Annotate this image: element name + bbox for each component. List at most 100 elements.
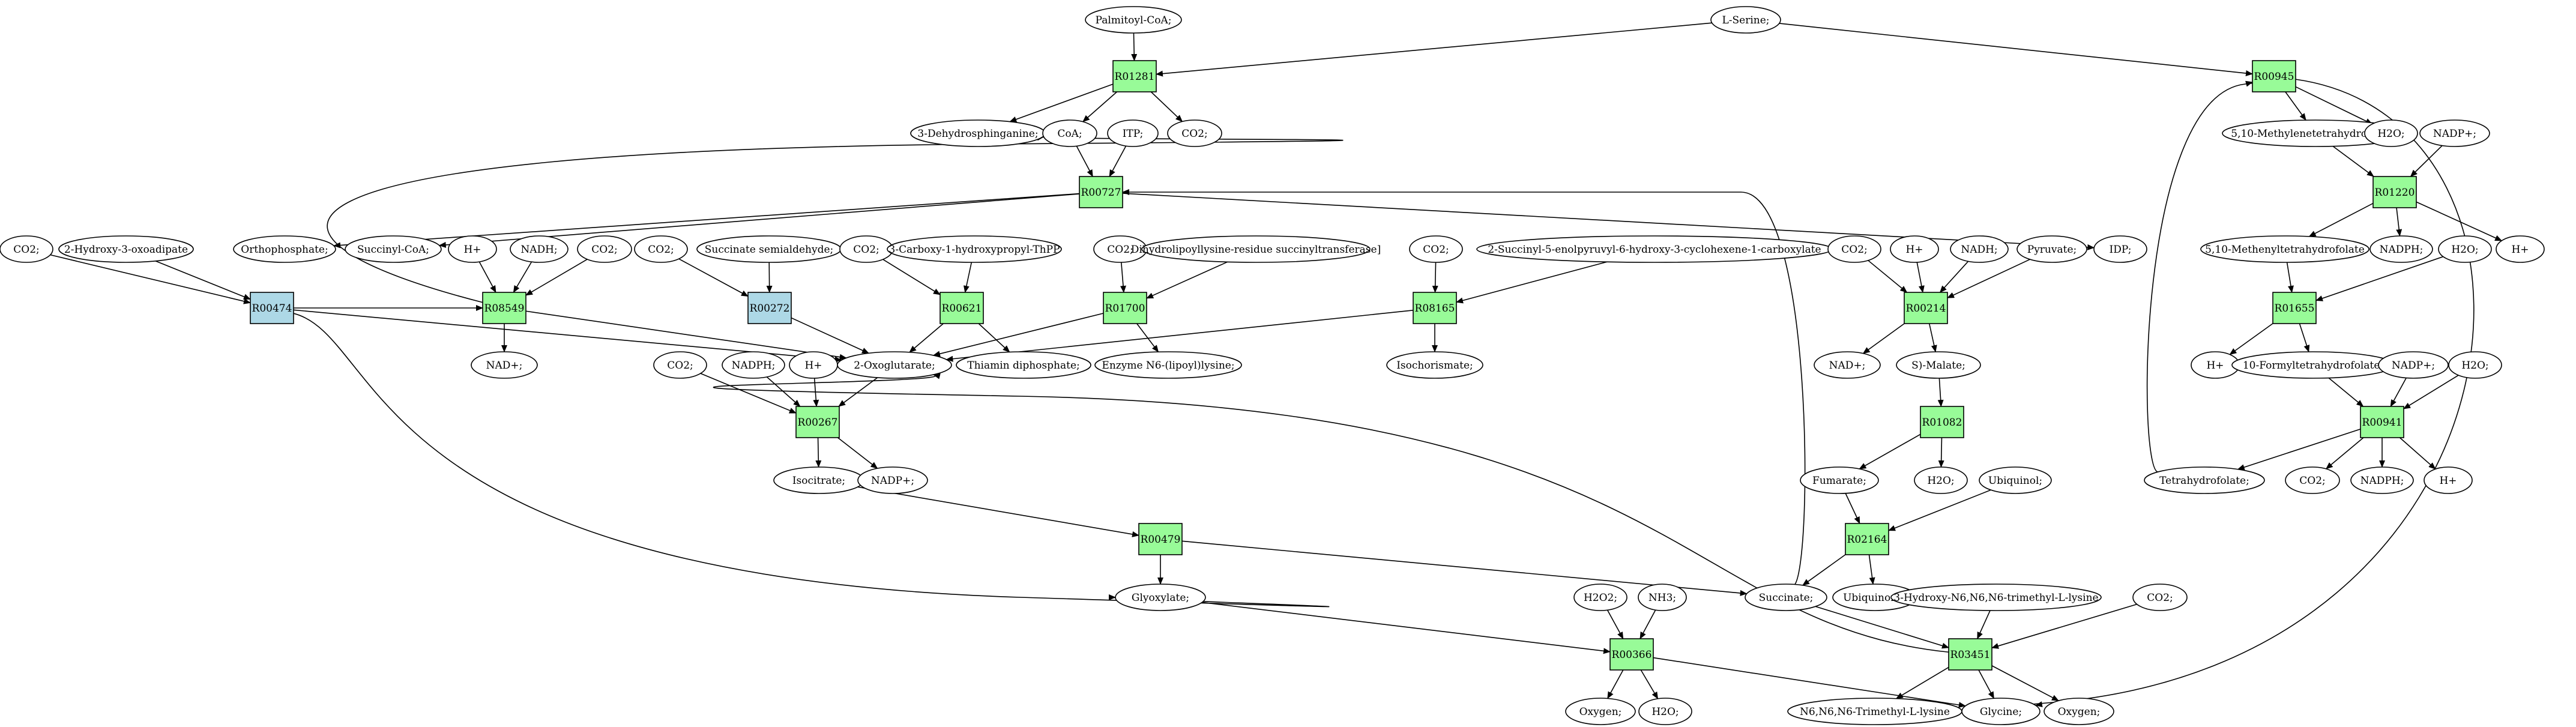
- compound-node-l-serine[interactable]: L-Serine;: [1710, 6, 1781, 34]
- reaction-node-r00945[interactable]: R00945: [2252, 60, 2296, 92]
- compound-node-idp[interactable]: IDP;: [2093, 235, 2147, 263]
- compound-node-h2o-r00366[interactable]: H2O;: [1638, 698, 1692, 725]
- compound-node-dihydrolipoyl[interactable]: Dihydrolipoyllysine-residue succinyltran…: [1131, 235, 1381, 263]
- compound-node-itp[interactable]: ITP;: [1107, 119, 1159, 147]
- compound-node-glyoxylate[interactable]: Glyoxylate;: [1115, 584, 1206, 611]
- compound-node-nadp-r00267[interactable]: NADP+;: [857, 466, 928, 494]
- reaction-node-r00941[interactable]: R00941: [2360, 406, 2404, 438]
- compound-node-ubiquinone[interactable]: Ubiquinone;: [1832, 584, 1917, 611]
- compound-node-isochorismate[interactable]: Isochorismate;: [1386, 351, 1483, 379]
- reaction-node-r08549[interactable]: R08549: [482, 292, 526, 324]
- compound-node-nadp-r01220[interactable]: NADP+;: [2419, 119, 2490, 147]
- reaction-node-r01281[interactable]: R01281: [1112, 60, 1157, 92]
- compound-node-nh3[interactable]: NH3;: [1638, 584, 1687, 611]
- compound-node-h2o2[interactable]: H2O2;: [1573, 584, 1627, 611]
- compound-node-nadp-r00941[interactable]: NADP+;: [2378, 351, 2449, 379]
- compound-ellipse: [1890, 584, 2102, 611]
- compound-node-nadh-r00214[interactable]: NADH;: [1950, 235, 2009, 263]
- compound-node-methenylthf[interactable]: 5,10-Methenyltetrahydrofolate: [2200, 235, 2369, 263]
- reaction-node-r01220[interactable]: R01220: [2372, 176, 2417, 208]
- compound-node-co2-r08165[interactable]: CO2;: [1409, 235, 1463, 263]
- compound-ellipse: [1950, 235, 2009, 263]
- compound-label: N6,N6,N6-Trimethyl-L-lysine: [1800, 706, 1950, 718]
- edge-R00214-to-s_malate: [1928, 323, 1937, 353]
- reaction-box: [1079, 176, 1123, 208]
- compound-node-h-r00267[interactable]: H+: [789, 351, 838, 379]
- compound-node-tetrahydrofolate[interactable]: Tetrahydrofolate;: [2144, 466, 2265, 494]
- compound-node-oxygen-r00366[interactable]: Oxygen;: [1565, 698, 1636, 725]
- compound-node-h-r00941[interactable]: H+: [2424, 466, 2473, 494]
- compound-node-methylenethf[interactable]: 5,10-Methylenetetrahydrofolate;: [2222, 119, 2409, 147]
- compound-node-co2-r00941[interactable]: CO2;: [2285, 466, 2340, 494]
- compound-node-fumarate[interactable]: Fumarate;: [1800, 466, 1879, 494]
- reaction-node-r00214[interactable]: R00214: [1904, 292, 1948, 324]
- compound-node-nad-r00214[interactable]: NAD+;: [1814, 351, 1881, 379]
- reaction-box: [2372, 176, 2417, 208]
- reaction-node-r00727[interactable]: R00727: [1079, 176, 1123, 208]
- reaction-node-r02164[interactable]: R02164: [1845, 523, 1889, 555]
- reaction-node-r00479[interactable]: R00479: [1138, 523, 1183, 555]
- edge-co2_r08165-to-R08165: [1432, 262, 1438, 293]
- compound-node-s-malate[interactable]: S)-Malate;: [1896, 351, 1981, 379]
- compound-node-nad-r08549[interactable]: NAD+;: [471, 351, 538, 379]
- compound-node-isocitrate[interactable]: Isocitrate;: [773, 466, 864, 494]
- compound-node-oxoglutarate[interactable]: 2-Oxoglutarate;: [837, 351, 952, 379]
- compound-node-glycine[interactable]: Glycine;: [1961, 698, 2041, 725]
- compound-node-co2-r03451[interactable]: CO2;: [2132, 584, 2188, 611]
- compound-node-formylthf[interactable]: 10-Formyltetrahydrofolate;: [2231, 351, 2395, 379]
- compound-node-coa[interactable]: CoA;: [1042, 119, 1097, 147]
- compound-node-hydroxy-oxoadipate[interactable]: 2-Hydroxy-3-oxoadipate: [58, 235, 194, 263]
- compound-node-co2-r00267[interactable]: CO2;: [653, 351, 707, 379]
- compound-node-succinate[interactable]: Succinate;: [1745, 584, 1827, 611]
- compound-node-h-r01220[interactable]: H+: [2496, 235, 2545, 263]
- compound-node-co2-r00272[interactable]: CO2;: [634, 235, 688, 263]
- compound-node-palmitoyl-coa[interactable]: Palmitoyl-CoA;: [1085, 6, 1182, 34]
- compound-label: 2-Oxoglutarate;: [854, 360, 935, 372]
- compound-node-lipoyllysine[interactable]: Enzyme N6-(lipoyl)lysine;: [1094, 351, 1242, 379]
- compound-ellipse: [510, 235, 569, 263]
- compound-node-co2-r01700[interactable]: CO2;: [1093, 235, 1147, 263]
- compound-label: Orthophosphate;: [241, 244, 328, 256]
- compound-node-h2o-r00945[interactable]: H2O;: [2364, 119, 2418, 147]
- compound-node-succinyl-enolpyruvyl[interactable]: 2-Succinyl-5-enolpyruvyl-6-hydroxy-3-cyc…: [1476, 235, 1833, 263]
- reaction-node-r01700[interactable]: R01700: [1103, 292, 1147, 324]
- compound-node-co2-r08549[interactable]: CO2;: [577, 235, 632, 263]
- compound-node-h-r08549[interactable]: H+: [448, 235, 497, 263]
- reaction-node-r00366[interactable]: R00366: [1609, 638, 1654, 671]
- compound-node-nadph-r00941[interactable]: NADPH;: [2350, 466, 2414, 494]
- compound-node-h-r00214[interactable]: H+: [1890, 235, 1939, 263]
- compound-node-nadph-r00267[interactable]: NADPH;: [722, 351, 785, 379]
- compound-node-nadph-r01220[interactable]: NADPH;: [2369, 235, 2433, 263]
- compound-node-carboxy-thpp[interactable]: 3-Carboxy-1-hydroxypropyl-ThPP: [887, 235, 1062, 263]
- compound-label: CO2;: [667, 360, 693, 372]
- compound-label: NADH;: [1961, 244, 1997, 256]
- compound-node-h2o-r01655[interactable]: H2O;: [2438, 235, 2492, 263]
- reaction-node-r00272[interactable]: R00272: [747, 292, 792, 324]
- compound-node-dehydrosphinganine[interactable]: 3-Dehydrosphinganine;: [910, 119, 1046, 147]
- compound-node-trimethyllysine[interactable]: N6,N6,N6-Trimethyl-L-lysine: [1787, 698, 1962, 725]
- reaction-node-r08165[interactable]: R08165: [1413, 292, 1457, 324]
- reaction-node-r00267[interactable]: R00267: [795, 406, 840, 438]
- compound-node-orthophosphate[interactable]: Orthophosphate;: [233, 235, 336, 263]
- reaction-node-r00474[interactable]: R00474: [250, 292, 294, 324]
- compound-node-h2o-r01082[interactable]: H2O;: [1914, 466, 1968, 494]
- reaction-node-r03451[interactable]: R03451: [1948, 638, 1992, 671]
- compound-node-thiamin-dp[interactable]: Thiamin diphosphate;: [956, 351, 1091, 379]
- reaction-node-r00621[interactable]: R00621: [940, 292, 984, 324]
- compound-node-pyruvate[interactable]: Pyruvate;: [2016, 235, 2087, 263]
- compound-node-hydroxy-trimethyllysine[interactable]: 3-Hydroxy-N6,N6,N6-trimethyl-L-lysine: [1890, 584, 2102, 611]
- compound-node-succinate-semialdehyde[interactable]: Succinate semialdehyde;: [696, 235, 842, 263]
- edge-s_malate-to-R01082: [1937, 378, 1944, 407]
- compound-node-co2-r00474[interactable]: CO2;: [0, 235, 53, 263]
- reaction-box: [795, 406, 840, 438]
- compound-node-nadh-r08549[interactable]: NADH;: [510, 235, 569, 263]
- compound-node-co2-r00621[interactable]: CO2;: [839, 235, 893, 263]
- compound-node-succinyl-coa[interactable]: Succinyl-CoA;: [345, 235, 442, 263]
- compound-node-co2-r00214[interactable]: CO2;: [1827, 235, 1881, 263]
- reaction-node-r01655[interactable]: R01655: [2272, 292, 2317, 324]
- reaction-node-r01082[interactable]: R01082: [1920, 406, 1964, 438]
- compound-node-h2o-r00941[interactable]: H2O;: [2448, 351, 2502, 379]
- compound-node-ubiquinol[interactable]: Ubiquinol;: [1979, 466, 2052, 494]
- compound-node-co2-r01281[interactable]: CO2;: [1167, 119, 1222, 147]
- compound-node-oxygen-r03451[interactable]: Oxygen;: [2044, 698, 2114, 725]
